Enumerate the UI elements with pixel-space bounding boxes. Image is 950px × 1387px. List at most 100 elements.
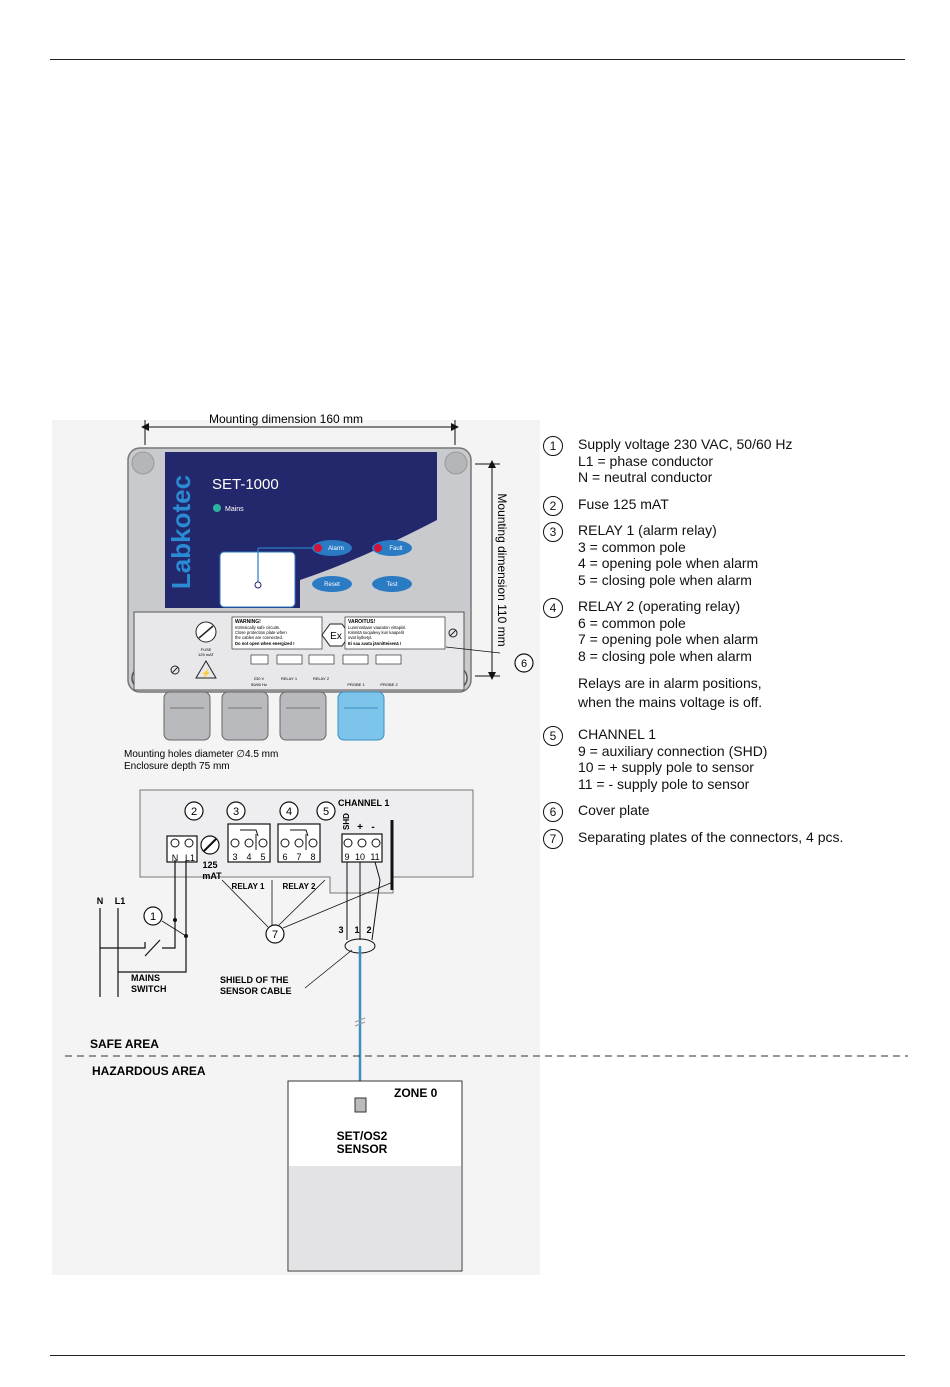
- warning-line: Intrinsically safe circuits.: [235, 625, 280, 630]
- callout-5: 5: [323, 806, 329, 818]
- sensor-probe: [354, 1097, 367, 1113]
- shd-label: SHD: [342, 813, 351, 830]
- cable-glands: [163, 691, 385, 741]
- legend-item-3: 3 RELAY 1 (alarm relay) 3 = common pole …: [543, 522, 923, 588]
- channel-label: CHANNEL 1: [338, 798, 389, 808]
- terminal-5: 5: [260, 852, 265, 862]
- legend-note: Relays are in alarm positions, when the …: [543, 674, 923, 712]
- l1-label: L1: [115, 896, 126, 906]
- legend-line: 6 = common pole: [578, 614, 686, 631]
- legend-item-6: 6 Cover plate: [543, 802, 923, 822]
- legend-line: L1 = phase conductor: [578, 452, 714, 469]
- terminal-label: 50/60 Hz: [251, 682, 267, 687]
- reset-button[interactable]: [312, 576, 352, 592]
- fault-led: [374, 544, 382, 552]
- legend-line: RELAY 1 (alarm relay): [578, 522, 717, 538]
- shield-label: SENSOR CABLE: [220, 986, 292, 996]
- legend-line: 9 = auxiliary connection (SHD): [578, 742, 768, 759]
- alarm-button[interactable]: [312, 540, 352, 556]
- terminal-label: PROBE 1: [347, 682, 365, 687]
- varoitus-line: Kiinnitä suojalevy kun kaapelit: [348, 630, 405, 635]
- legend-item-2: 2 Fuse 125 mAT: [543, 495, 923, 516]
- fault-button[interactable]: [372, 540, 412, 556]
- terminal-8: 8: [310, 852, 315, 862]
- varoitus-title: VAROITUS!: [348, 619, 375, 625]
- terminal-6: 6: [282, 852, 287, 862]
- plus-label: +: [357, 822, 363, 833]
- wiring-callouts: [143, 653, 534, 944]
- varoitus-line: ovat kytketyt.: [348, 635, 372, 640]
- warning-box: [231, 616, 323, 650]
- leader-6: [445, 646, 501, 654]
- alarm-label: Alarm: [328, 546, 344, 552]
- legend-line: 8 = closing pole when alarm: [578, 647, 752, 664]
- figure-background-right: [540, 420, 908, 1275]
- terminal-label: 230 V: [254, 676, 265, 681]
- legend-item-4: 4 RELAY 2 (operating relay) 6 = common p…: [543, 598, 923, 664]
- terminal-10: 10: [355, 852, 365, 862]
- fuse-small-label: FUSE: [201, 647, 212, 652]
- legend-number: 4: [543, 598, 563, 618]
- mounting-note: Mounting holes diameter ∅4.5 mm: [124, 749, 278, 760]
- safe-area-label: SAFE AREA: [90, 1037, 159, 1051]
- legend-number: 5: [543, 726, 563, 746]
- top-rule: [50, 59, 905, 60]
- cover-screw: [170, 665, 180, 675]
- legend-number: 7: [543, 828, 563, 849]
- warning-line: the cables are connected.: [235, 635, 283, 640]
- legend: 1 Supply voltage 230 VAC, 50/60 Hz L1 = …: [543, 436, 923, 855]
- legend-line: Supply voltage 230 VAC, 50/60 Hz: [578, 436, 793, 452]
- test-button[interactable]: [372, 576, 412, 592]
- legend-number: 3: [543, 522, 563, 542]
- legend-line: N = neutral conductor: [578, 469, 713, 485]
- legend-line: 7 = opening pole when alarm: [578, 631, 759, 647]
- terminal-blocks: [166, 823, 383, 863]
- callout-2: 2: [191, 806, 197, 818]
- relay2-label: RELAY 2: [283, 882, 316, 891]
- terminal-label: RELAY 1: [281, 676, 298, 681]
- legend-note-line: when the mains voltage is off.: [578, 694, 763, 710]
- callout-6: 6: [521, 658, 527, 670]
- legend-number: 6: [543, 802, 563, 822]
- varoitus-line: Ei saa avata jännitteisenä !: [348, 641, 401, 646]
- legend-item-7: 7 Separating plates of the connectors, 4…: [543, 828, 923, 849]
- terminal-4: 4: [246, 852, 251, 862]
- cover-terminals: [250, 654, 402, 665]
- tank-liquid: [289, 1166, 461, 1270]
- callout-4: 4: [286, 806, 292, 818]
- terminal-9: 9: [344, 852, 349, 862]
- zone-label: ZONE 0: [394, 1086, 438, 1100]
- brand-logo: Labkotec: [166, 475, 196, 589]
- mains-label: Mains: [225, 506, 244, 513]
- fault-label: Fault: [389, 546, 403, 552]
- legend-line: RELAY 2 (operating relay): [578, 598, 741, 614]
- mains-led: [213, 504, 221, 512]
- hazard-icon: [195, 660, 217, 679]
- terminal-7: 7: [296, 852, 301, 862]
- fuse-unit: mAT: [202, 871, 222, 881]
- legend-line: Fuse 125 mAT: [578, 495, 669, 512]
- mains-switch-label: SWITCH: [131, 984, 167, 994]
- svg-text:⚡: ⚡: [201, 668, 211, 678]
- cover-screw: [448, 628, 458, 638]
- screw-top-left: [131, 451, 155, 475]
- core-label: 3: [338, 925, 343, 935]
- terminal-11: 11: [370, 852, 379, 862]
- terminal-l1: L1: [185, 853, 195, 863]
- warning-title: WARNING!: [235, 619, 261, 625]
- minus-label: -: [371, 822, 374, 833]
- mains-switch-label: MAINS: [131, 973, 160, 983]
- terminal-n: N: [172, 853, 179, 863]
- legend-line: CHANNEL 1: [578, 726, 657, 742]
- warning-line: Do not open when energized !: [235, 641, 295, 646]
- screw-top-right: [444, 451, 468, 475]
- legend-item-5: 5 CHANNEL 1 9 = auxiliary connection (SH…: [543, 726, 923, 792]
- warning-line: Close protection plate when: [235, 630, 287, 635]
- alarm-led: [314, 544, 322, 552]
- terminal-label: PROBE 2: [380, 682, 398, 687]
- legend-line: 3 = common pole: [578, 538, 686, 555]
- varoitus-box: [344, 616, 446, 650]
- fuse-small-value: 125 mAT: [198, 652, 214, 657]
- fuse-value: 125: [202, 860, 217, 870]
- n-label: N: [97, 896, 104, 906]
